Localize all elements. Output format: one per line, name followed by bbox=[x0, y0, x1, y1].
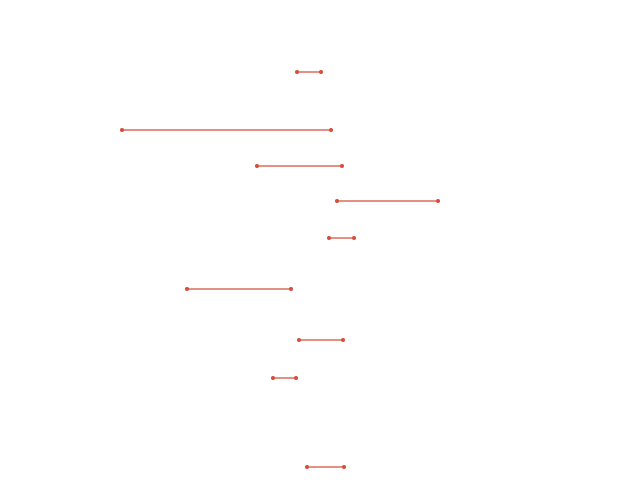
start-point-3 bbox=[255, 164, 259, 168]
start-point-1 bbox=[295, 70, 299, 74]
start-point-5 bbox=[327, 236, 331, 240]
start-point-8 bbox=[271, 376, 275, 380]
end-point-2 bbox=[329, 128, 333, 132]
end-point-9 bbox=[342, 465, 346, 469]
end-point-7 bbox=[341, 338, 345, 342]
start-point-2 bbox=[120, 128, 124, 132]
end-point-4 bbox=[436, 199, 440, 203]
end-point-5 bbox=[352, 236, 356, 240]
end-point-6 bbox=[289, 287, 293, 291]
end-point-3 bbox=[340, 164, 344, 168]
start-point-6 bbox=[185, 287, 189, 291]
end-point-8 bbox=[294, 376, 298, 380]
chart-marks bbox=[120, 70, 440, 469]
start-point-9 bbox=[305, 465, 309, 469]
start-point-4 bbox=[335, 199, 339, 203]
end-point-1 bbox=[319, 70, 323, 74]
start-point-7 bbox=[297, 338, 301, 342]
